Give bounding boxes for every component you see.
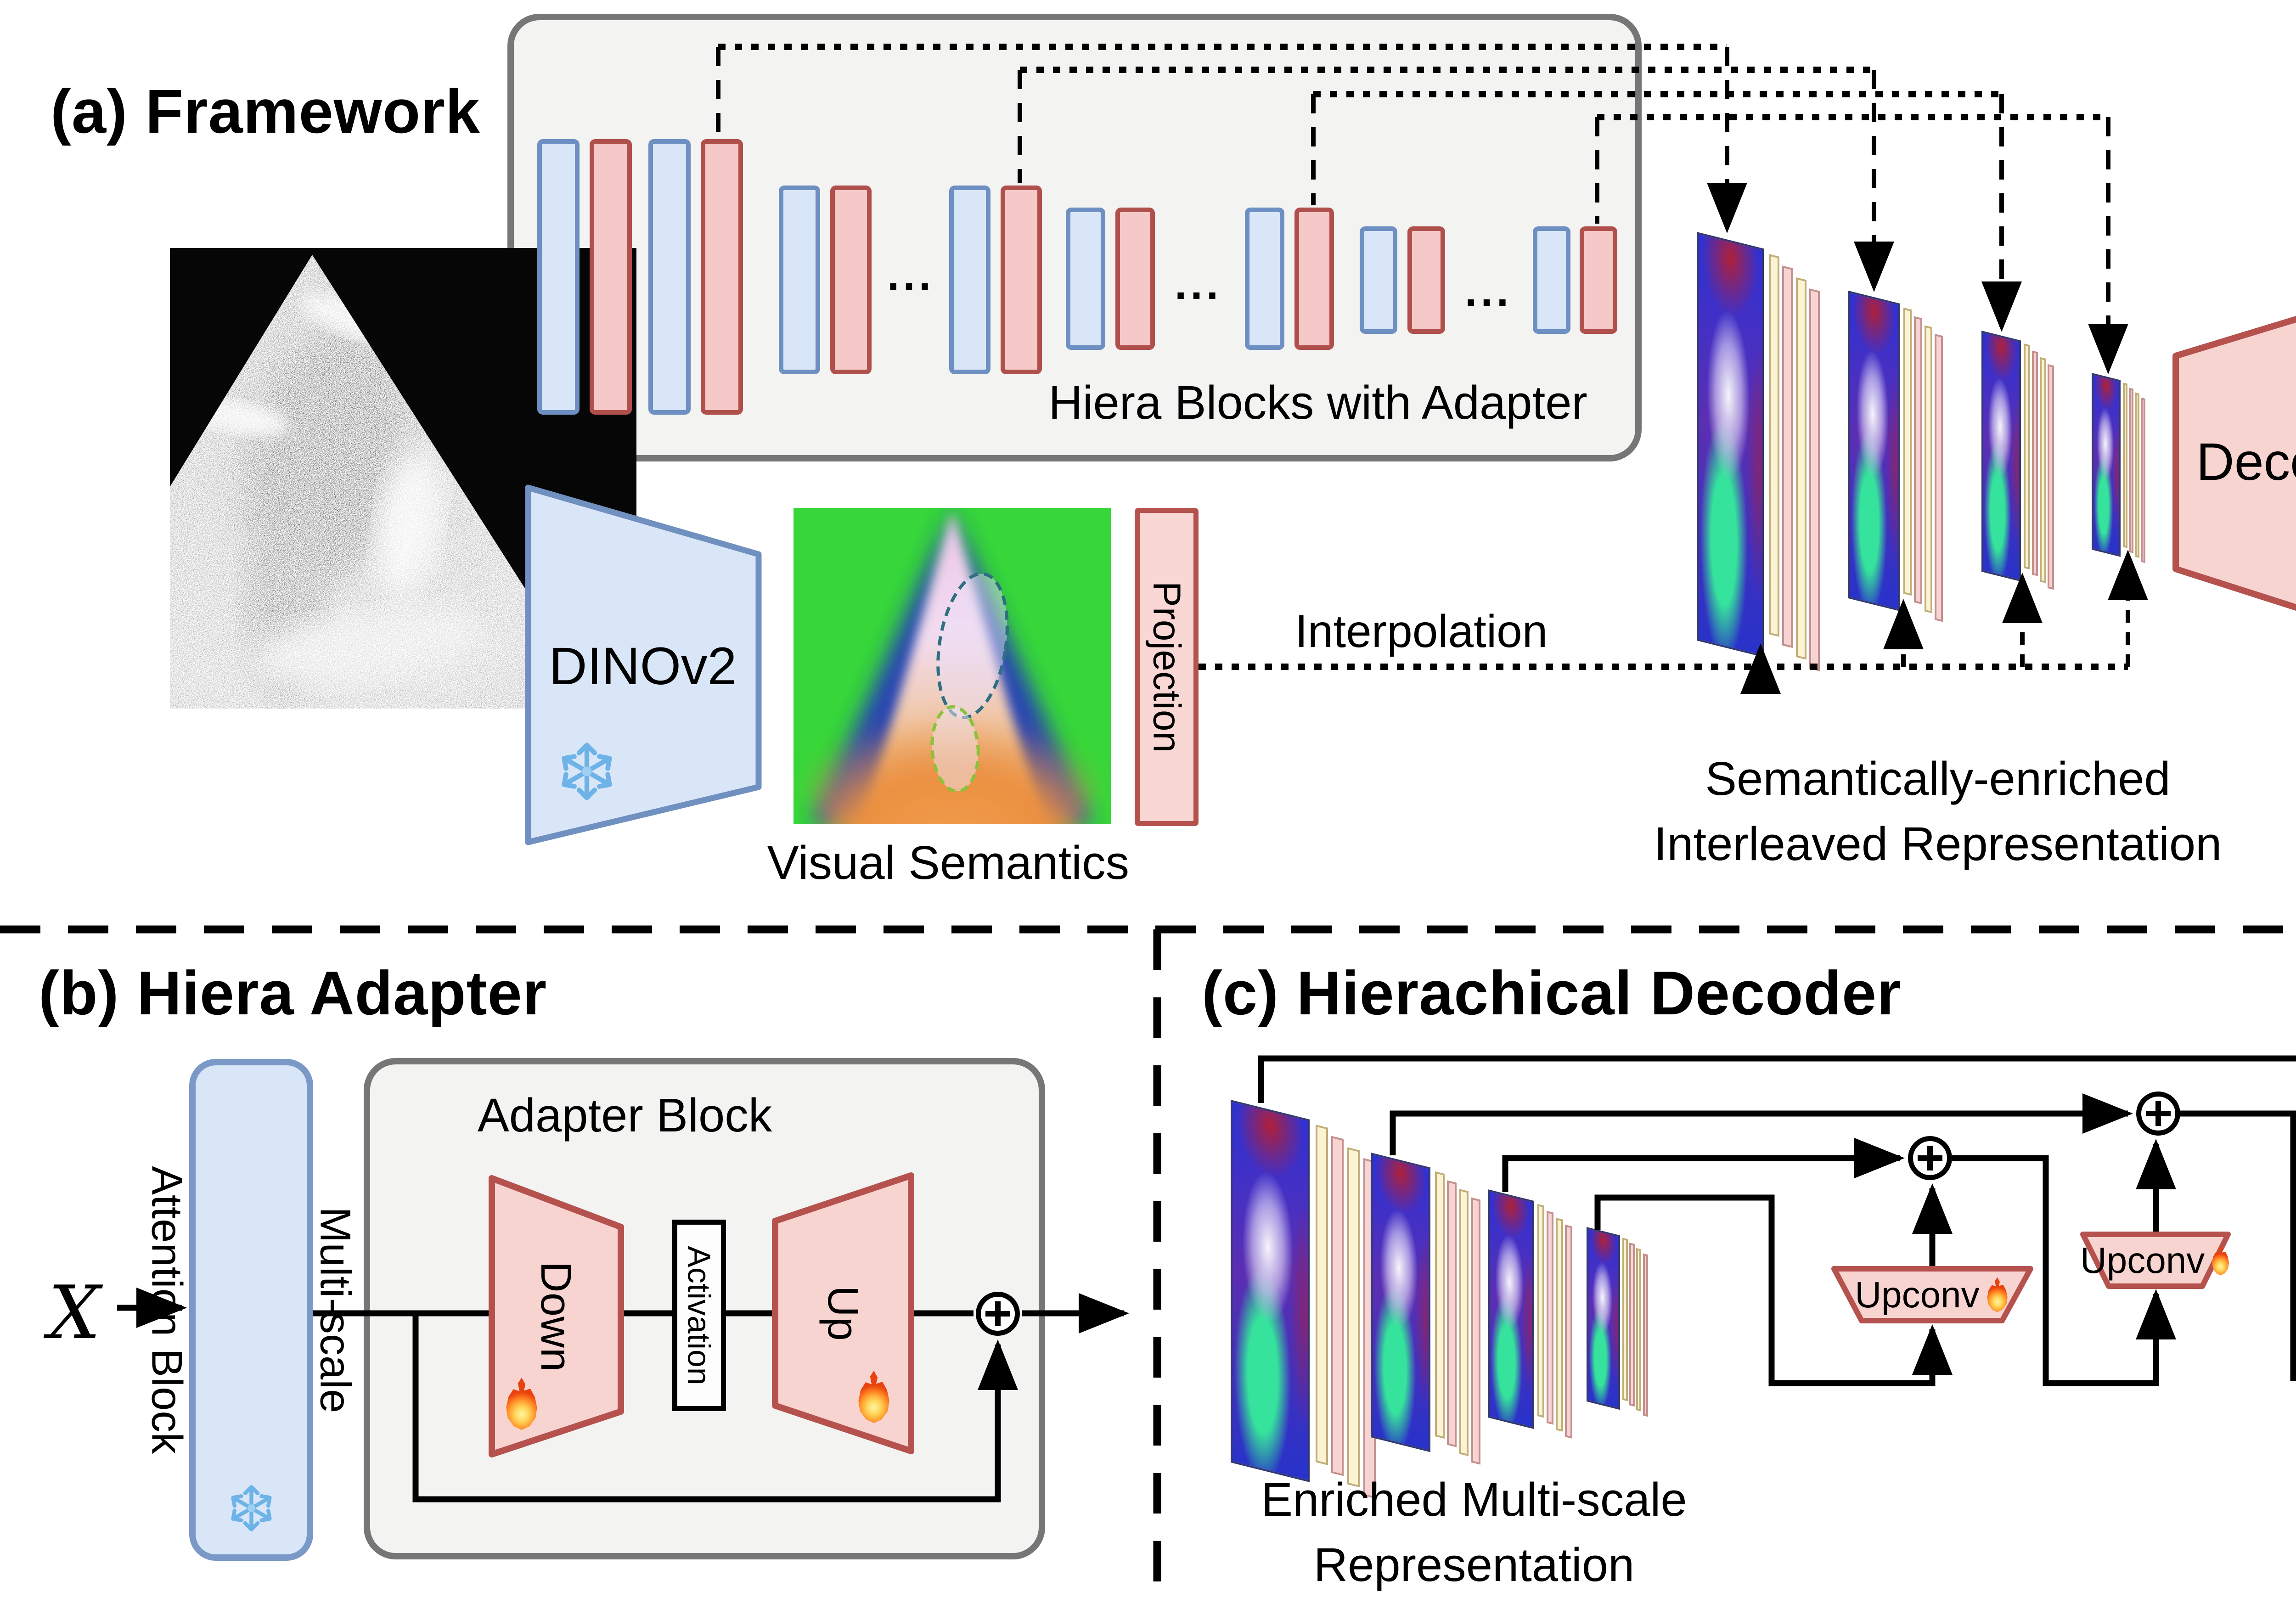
hiera-block-bar xyxy=(779,186,820,374)
representation-caption-line1: Semantically-enriched xyxy=(1705,752,2171,805)
hiera-block-bar xyxy=(1066,208,1105,350)
ellipsis: ... xyxy=(1465,267,1513,315)
hiera-block-bar xyxy=(1245,208,1284,350)
add-icon xyxy=(2136,1092,2180,1136)
adapter-bar xyxy=(1115,208,1155,350)
adapter-bar xyxy=(1580,226,1617,334)
wire-add1-to-upconv2 xyxy=(1952,1155,2176,1386)
enriched-caption-line1: Enriched Multi-scale xyxy=(1261,1473,1687,1526)
dinov2-label: DINOv2 xyxy=(549,637,737,696)
wire-skip-connection xyxy=(412,1313,1018,1502)
upconv-label-wrap: Upconv xyxy=(2080,1232,2231,1289)
hiera-block-bar xyxy=(1533,226,1570,334)
representation-caption: Semantically-enriched Interleaved Repres… xyxy=(1598,746,2278,877)
wire-add2-to-upconv3 xyxy=(2180,1110,2296,1381)
input-x-label: X xyxy=(48,1270,101,1356)
visual-semantics-caption: Visual Semantics xyxy=(767,836,1130,889)
upconv-label: Upconv xyxy=(2080,1239,2205,1281)
wire-stack3-bus xyxy=(1502,1138,1905,1192)
ellipsis: ... xyxy=(887,251,935,299)
adapter-bar xyxy=(1407,226,1445,334)
adapter-bar xyxy=(1001,186,1042,374)
wire-stack4-to-upconv1 xyxy=(1594,1194,1953,1386)
hiera-block-bar xyxy=(1360,226,1397,334)
panel-b-title: (b) Hiera Adapter xyxy=(39,958,547,1028)
interpolation-label: Interpolation xyxy=(1295,606,1548,657)
snowflake-icon xyxy=(231,1485,272,1531)
hiera-block-bar xyxy=(537,139,580,415)
multiscale-attention-block: Multi-scale Attention Block xyxy=(143,1059,360,1561)
upconv-block-1 xyxy=(1831,1266,2033,1323)
add-icon xyxy=(976,1292,1020,1336)
wire-stack2-bus xyxy=(1390,1093,2133,1155)
visual-semantics-image xyxy=(793,508,1111,824)
up-projection-block xyxy=(772,1172,914,1454)
add-icon xyxy=(1908,1136,1952,1180)
adapter-bar xyxy=(590,139,632,415)
panel-a-title: (a) Framework xyxy=(51,77,480,146)
wire-stack1-bus xyxy=(1258,1055,2296,1103)
hiera-block-bar xyxy=(648,139,691,415)
upconv-block-2 xyxy=(2080,1232,2231,1289)
decoder-label: Decoder xyxy=(2196,433,2296,491)
panel-c-title: (c) Hierachical Decoder xyxy=(1202,958,1902,1028)
projection-layer: Projection xyxy=(1135,508,1199,826)
representation-caption-line2: Interleaved Representation xyxy=(1654,817,2222,871)
adapter-bar xyxy=(1294,208,1334,350)
adapter-bar xyxy=(701,139,743,415)
adapter-block-label: Adapter Block xyxy=(478,1089,772,1142)
enriched-caption: Enriched Multi-scale Representation xyxy=(1194,1467,1754,1598)
snowflake-icon xyxy=(562,743,612,800)
hiera-box-label: Hiera Blocks with Adapter xyxy=(1048,376,1587,429)
hiera-block-bar xyxy=(949,186,990,374)
upconv-label: Upconv xyxy=(1855,1274,1980,1315)
enriched-caption-line2: Representation xyxy=(1313,1538,1635,1592)
ellipsis: ... xyxy=(1175,260,1222,309)
decoder-block xyxy=(2172,315,2296,611)
adapter-bar xyxy=(830,186,872,374)
upconv-label-wrap: Upconv xyxy=(1831,1266,2033,1323)
activation-block: Activation xyxy=(672,1220,726,1411)
